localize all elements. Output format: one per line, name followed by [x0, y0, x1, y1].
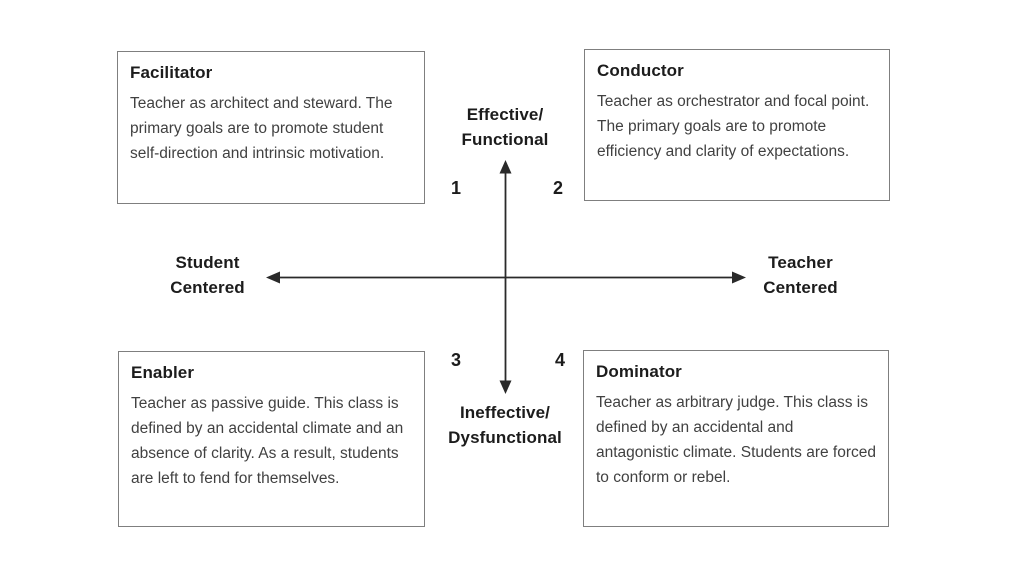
arrow-down-icon: [499, 380, 512, 394]
axis-label-teacher-centered: Teacher Centered: [723, 250, 878, 300]
axis-label-line: Centered: [763, 278, 838, 297]
axis-label-student-centered: Student Centered: [130, 250, 285, 300]
enabler-title: Enabler: [131, 363, 195, 382]
axis-label-line: Functional: [461, 130, 549, 149]
conductor-title: Conductor: [597, 61, 684, 80]
quadrant-number-3: 3: [450, 350, 461, 370]
axis-label-line: Student: [175, 253, 240, 272]
quadrant-box-conductor: Conductor Teacher as orchestrator and fo…: [584, 49, 890, 201]
conductor-description: Teacher as orchestrator and focal point.…: [597, 93, 870, 160]
axis-label-line: Dysfunctional: [448, 428, 562, 447]
axis-label-ineffective-dysfunctional: Ineffective/ Dysfunctional: [412, 400, 598, 450]
quadrant-number-2: 2: [552, 178, 563, 198]
dominator-title: Dominator: [596, 362, 682, 381]
axis-label-effective-functional: Effective/ Functional: [430, 102, 580, 152]
dominator-description: Teacher as arbitrary judge. This class i…: [596, 394, 877, 486]
quadrant-box-facilitator: Facilitator Teacher as architect and ste…: [117, 51, 425, 204]
arrow-up-icon: [499, 160, 512, 174]
quadrant-box-enabler: Enabler Teacher as passive guide. This c…: [118, 351, 425, 527]
axis-label-line: Effective/: [466, 105, 544, 124]
quadrant-number-1: 1: [450, 178, 461, 198]
axis-label-line: Teacher: [768, 253, 833, 272]
quadrant-number-4: 4: [554, 350, 565, 370]
arrow-left-icon: [266, 271, 280, 284]
facilitator-title: Facilitator: [130, 63, 213, 82]
arrow-right-icon: [732, 271, 746, 284]
enabler-description: Teacher as passive guide. This class is …: [131, 395, 404, 487]
facilitator-description: Teacher as architect and steward. The pr…: [130, 95, 393, 162]
axis-label-line: Centered: [170, 278, 245, 297]
quadrant-box-dominator: Dominator Teacher as arbitrary judge. Th…: [583, 350, 889, 527]
axis-label-line: Ineffective/: [459, 403, 550, 422]
